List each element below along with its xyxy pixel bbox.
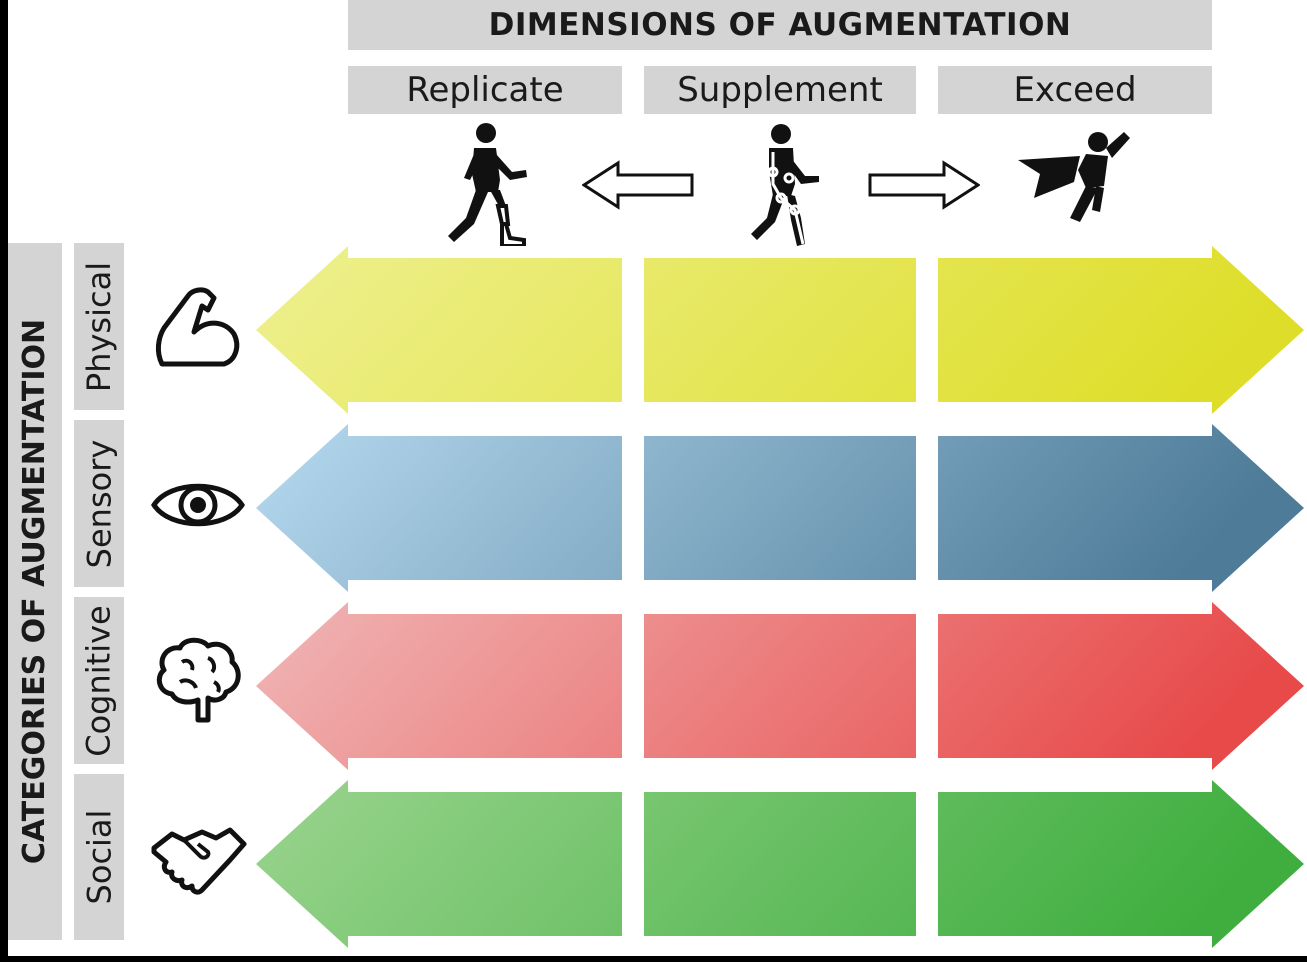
band-cognitive-divider-2 bbox=[916, 602, 938, 770]
band-physical-divider-2 bbox=[916, 246, 938, 414]
band-social-divider-1 bbox=[622, 780, 644, 948]
handshake-icon bbox=[151, 827, 247, 895]
band-sensory-divider-2 bbox=[916, 424, 938, 592]
flexed-arm-icon bbox=[155, 287, 240, 367]
band-social-divider-2 bbox=[916, 780, 938, 948]
arrow-right-icon bbox=[868, 160, 980, 210]
eye-icon bbox=[151, 483, 245, 527]
band-cognitive-divider-1 bbox=[622, 602, 644, 770]
band-social bbox=[256, 780, 1304, 948]
arrow-left-icon bbox=[582, 160, 694, 210]
category-social: Social bbox=[74, 774, 124, 940]
bottom-border bbox=[0, 956, 1307, 962]
band-physical-divider-1 bbox=[622, 246, 644, 414]
dimension-exceed: Exceed bbox=[938, 66, 1212, 114]
prosthetic-leg-walker-icon bbox=[448, 123, 527, 246]
band-cognitive bbox=[256, 602, 1304, 770]
dimension-replicate: Replicate bbox=[348, 66, 622, 114]
band-sensory bbox=[256, 424, 1304, 592]
brain-icon bbox=[156, 637, 241, 723]
band-physical bbox=[256, 246, 1304, 414]
dimension-supplement: Supplement bbox=[644, 66, 916, 114]
exoskeleton-walker-icon bbox=[751, 124, 819, 246]
category-cognitive: Cognitive bbox=[74, 597, 124, 764]
left-border bbox=[0, 0, 8, 962]
superhero-icon bbox=[1018, 132, 1130, 222]
category-physical: Physical bbox=[74, 243, 124, 410]
categories-title: CATEGORIES OF AUGMENTATION bbox=[8, 243, 62, 940]
category-sensory: Sensory bbox=[74, 420, 124, 587]
band-sensory-divider-1 bbox=[622, 424, 644, 592]
dimensions-title: DIMENSIONS OF AUGMENTATION bbox=[348, 0, 1212, 50]
